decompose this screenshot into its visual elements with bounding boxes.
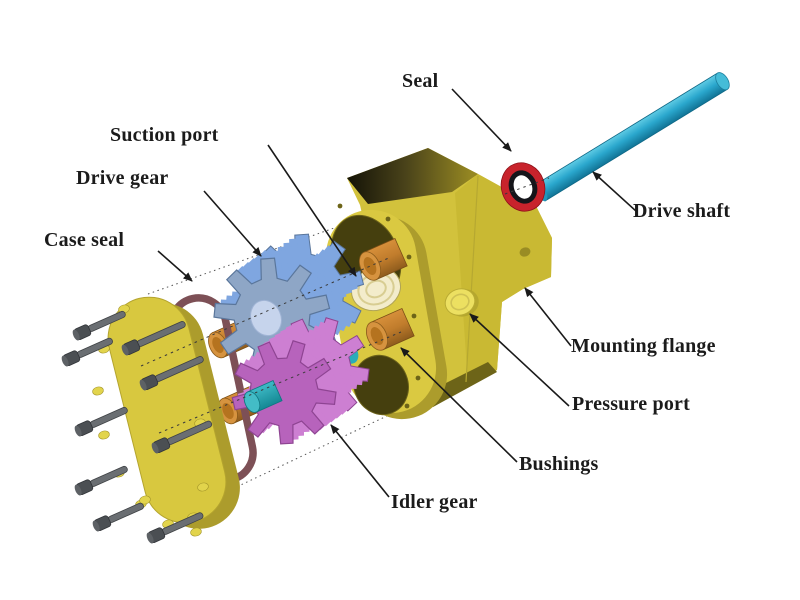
cover-bolt <box>151 420 213 454</box>
leader-drive-gear <box>203 190 262 257</box>
leader-lines <box>157 88 638 498</box>
label-mounting-flange: Mounting flange <box>571 335 716 357</box>
mounting-flange-face <box>455 174 552 385</box>
cover-bolt <box>61 337 113 367</box>
label-pressure-port: Pressure port <box>572 393 690 415</box>
bolt-boss <box>139 495 151 505</box>
bolt-boss <box>98 430 110 440</box>
cover-bolt <box>92 502 144 532</box>
bushing-housing-bottom <box>365 307 415 351</box>
label-suction-port: Suction port <box>110 124 219 146</box>
cover-bolt <box>72 310 126 341</box>
leader-suction-port <box>267 144 357 277</box>
leader-case-seal <box>157 250 193 282</box>
label-case-seal: Case seal <box>44 229 125 251</box>
axis-idler <box>158 331 402 434</box>
plate-bolt-holes <box>337 203 421 409</box>
label-drive-gear: Drive gear <box>76 167 169 189</box>
label-idler-gear: Idler gear <box>391 491 478 513</box>
cover-bolt <box>74 465 128 496</box>
idler-shaft-stub-front <box>243 380 283 413</box>
leader-seal <box>451 88 512 152</box>
end-cover <box>92 296 240 537</box>
idler-gear-part <box>231 317 370 445</box>
bolt-boss <box>197 482 209 492</box>
cover-bolt <box>146 512 204 544</box>
leader-drive-shaft <box>592 171 638 213</box>
leader-mounting-flange <box>524 287 572 347</box>
leader-pressure-port <box>469 313 570 407</box>
axis-drive-seal <box>504 177 550 195</box>
label-drive-shaft: Drive shaft <box>633 200 731 222</box>
label-bushings: Bushings <box>519 453 599 475</box>
housing-top-face <box>347 148 478 204</box>
pressure-port-boss <box>444 288 479 317</box>
bolt-boss <box>92 386 104 396</box>
cover-bolt <box>121 321 186 356</box>
axis-lines <box>140 177 550 434</box>
shaft-seal-part <box>500 162 546 212</box>
flange-hole <box>519 247 531 257</box>
pump-housing <box>326 148 552 420</box>
leader-bushings <box>400 347 518 463</box>
housing-edge-crease <box>465 175 479 383</box>
drive-shaft-part <box>534 72 730 202</box>
drive-gear-hub <box>250 299 282 337</box>
label-seal: Seal <box>402 70 439 92</box>
cover-bolts <box>61 310 213 544</box>
leader-idler-gear <box>330 424 390 498</box>
cover-bolt <box>74 406 128 437</box>
cover-bolt <box>139 356 204 391</box>
bolt-boss <box>190 527 202 537</box>
